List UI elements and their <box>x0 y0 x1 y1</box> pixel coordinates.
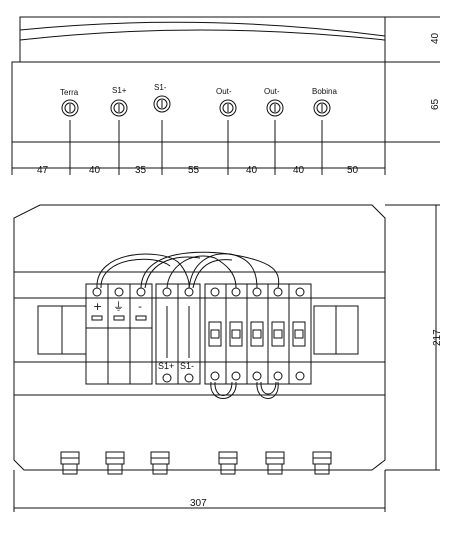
gland-4 <box>218 451 238 475</box>
connector-s1-minus <box>153 95 171 113</box>
front-view <box>13 204 440 512</box>
enclosure-body <box>11 61 386 143</box>
connector-label-s1-plus: S1+ <box>112 86 127 95</box>
connector-label-bobina: Bobina <box>312 87 337 96</box>
front-width-label: 307 <box>190 498 207 509</box>
connector-s1-plus <box>110 99 128 117</box>
spacing-label-2: 40 <box>89 165 101 176</box>
connector-label-s1-minus: S1- <box>154 83 167 92</box>
front-height-label: 217 <box>432 329 443 346</box>
connector-label-terra: Terra <box>60 88 79 97</box>
circuit-breakers <box>204 283 312 385</box>
connector-terra <box>61 99 79 117</box>
gland-5 <box>265 451 285 475</box>
gland-3 <box>150 451 170 475</box>
spacing-label-4: 55 <box>188 165 200 176</box>
spd-plus-symbol: + <box>93 300 102 313</box>
surge-protector <box>85 283 153 385</box>
enclosure-cover <box>19 16 386 62</box>
connector-label-out-1: Out- <box>216 87 232 96</box>
gland-2 <box>105 451 125 475</box>
breaker-label-s1-plus: S1+ <box>158 361 174 371</box>
cable-glands <box>60 451 332 475</box>
connector-label-out-2: Out- <box>264 87 280 96</box>
spacing-label-6: 40 <box>293 165 305 176</box>
connector-out-1 <box>219 99 237 117</box>
breaker-label-s1-minus: S1- <box>180 361 194 371</box>
front-enclosure <box>13 204 386 471</box>
gland-6 <box>312 451 332 475</box>
spacing-label-3: 35 <box>135 165 147 176</box>
body-height-label: 65 <box>430 98 441 110</box>
connector-out-2 <box>266 99 284 117</box>
spd-minus-symbol: - <box>138 300 142 313</box>
connector-bobina <box>313 99 331 117</box>
wiring <box>96 251 280 399</box>
spacing-label-5: 40 <box>246 165 258 176</box>
spacing-label-1: 47 <box>37 165 49 176</box>
gland-1 <box>60 451 80 475</box>
spacing-label-7: 50 <box>347 165 359 176</box>
top-view <box>11 16 440 175</box>
spd-ground-symbol: ⏚ <box>113 300 124 313</box>
cover-height-label: 40 <box>430 32 441 44</box>
